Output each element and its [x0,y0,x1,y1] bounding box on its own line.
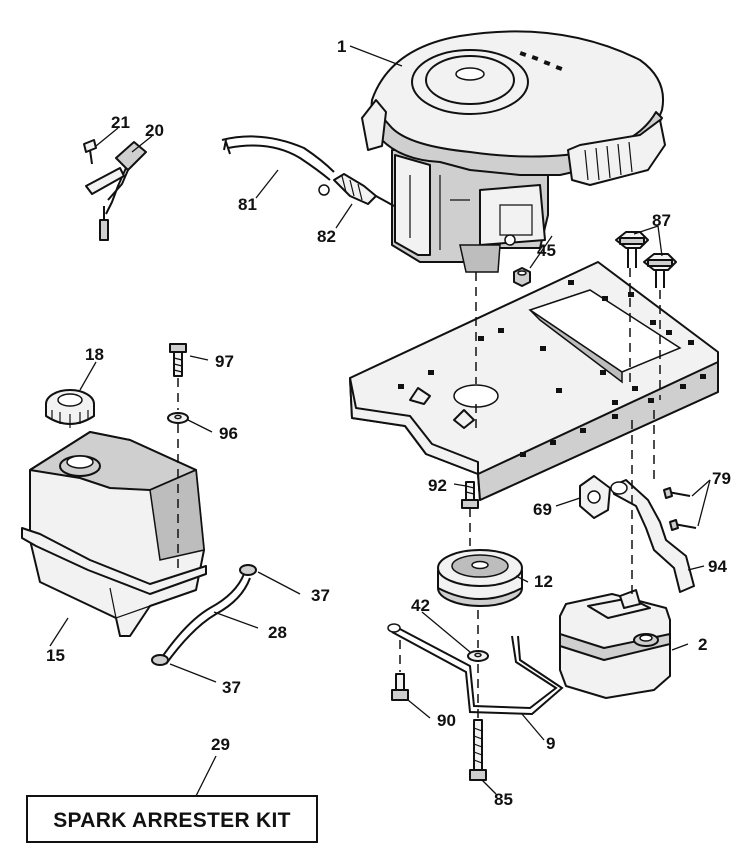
spark-arrester-kit-label: SPARK ARRESTER KIT [53,809,291,832]
callout-29: 29 [211,735,230,754]
callout-28: 28 [268,623,287,642]
nut-part-45[interactable] [513,267,531,287]
hose-clamp-part-37-lower[interactable] [151,654,169,666]
callout-79: 79 [712,469,731,488]
fuel-hose-part-81[interactable] [221,135,335,181]
engine-mounting-frame[interactable] [349,261,719,501]
bolt-part-97[interactable] [169,343,187,377]
bolt-part-92[interactable] [461,481,479,509]
callout-94: 94 [708,557,727,576]
callout-87: 87 [652,211,671,230]
bolt-part-85[interactable] [469,719,487,781]
fuel-line-part-28[interactable] [159,573,251,665]
callout-9: 9 [546,734,555,753]
screw-part-21[interactable] [83,139,97,165]
callout-82: 82 [317,227,336,246]
callout-1: 1 [337,37,346,56]
throttle-control-part-20[interactable] [85,141,147,241]
callout-97: 97 [215,352,234,371]
screws-part-79[interactable] [663,487,697,531]
assembly-lines [177,268,661,718]
spark-arrester-kit-box[interactable]: SPARK ARRESTER KIT [26,795,318,843]
leader-lines [49,45,711,797]
callout-69: 69 [533,500,552,519]
callout-12: 12 [534,572,553,591]
callout-45: 45 [537,241,556,260]
washer-part-96[interactable] [167,412,189,424]
callout-42: 42 [411,596,430,615]
hose-clamp-part-37-upper[interactable] [239,564,257,576]
muffler-part-2[interactable] [559,589,671,699]
pulley-part-12[interactable] [437,549,523,607]
callout-20: 20 [145,121,164,140]
gasket-part-69[interactable] [579,475,611,519]
callout-15: 15 [46,646,65,665]
callout-2: 2 [698,635,707,654]
washer-part-42[interactable] [467,650,489,662]
callout-37-upper: 37 [311,586,330,605]
bracket-part-9[interactable] [387,623,564,716]
fuel-tank-part-15[interactable] [21,431,207,637]
callout-90: 90 [437,711,456,730]
callout-96: 96 [219,424,238,443]
callout-92: 92 [428,476,447,495]
callout-37-lower: 37 [222,678,241,697]
exhaust-pipe-part-94[interactable] [610,479,695,593]
engine-part-1[interactable] [361,30,666,273]
callout-85: 85 [494,790,513,809]
callout-labels: 1 21 20 81 82 45 87 18 97 96 92 69 79 12… [46,37,731,809]
bolts-part-87[interactable] [615,231,677,288]
callout-18: 18 [85,345,104,364]
bolt-part-90[interactable] [391,673,409,701]
fuel-filter-part-82[interactable] [318,173,395,207]
callout-81: 81 [238,195,257,214]
fuel-cap-part-18[interactable] [45,389,95,428]
callout-21: 21 [111,113,130,132]
